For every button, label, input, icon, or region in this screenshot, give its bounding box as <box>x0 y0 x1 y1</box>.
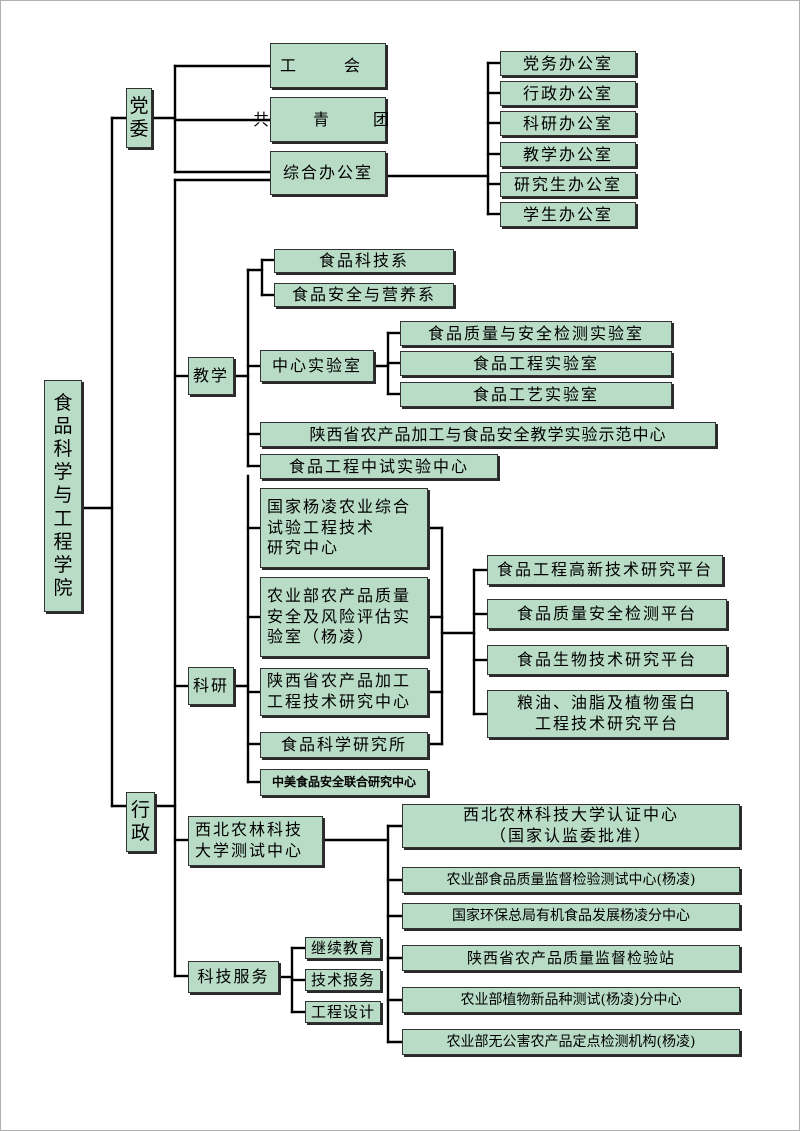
agency-shaanxi-inspection-station: 陕西省农产品质量监督检验站 <box>402 945 740 971</box>
food-science-institute: 食品科学研究所 <box>260 732 428 758</box>
sub-office-research: 科研办公室 <box>500 111 636 136</box>
service-continuing-education: 继续教育 <box>305 937 381 959</box>
teaching: 教学 <box>188 357 234 395</box>
agency-moa-quality-testing: 农业部食品质量监督检验测试中心(杨凌) <box>402 867 740 893</box>
sino-us-food-safety-center: 中美食品安全联合研究中心 <box>260 769 428 796</box>
sub-office-student: 学生办公室 <box>500 202 636 227</box>
platform-quality-safety-testing: 食品质量安全检测平台 <box>487 599 727 629</box>
trade-union: 工 会 <box>270 43 386 88</box>
lab-quality-safety-testing: 食品质量与安全检测实验室 <box>400 321 672 346</box>
agency-plant-variety-testing: 农业部植物新品种测试(杨凌)分中心 <box>402 987 740 1013</box>
agency-certification-center: 西北农林科技大学认证中心 （国家认监委批准） <box>402 804 740 848</box>
lab-food-processing: 食品工艺实验室 <box>400 382 672 407</box>
national-yangling-center: 国家杨凌农业综合 试验工程技术 研究中心 <box>260 488 428 568</box>
lab-food-engineering: 食品工程实验室 <box>400 351 672 376</box>
service-technical-reporting: 技术报务 <box>305 969 381 991</box>
youth-league: 共 青 团 <box>253 97 389 142</box>
sub-office-party-affairs: 党务办公室 <box>500 51 636 76</box>
agency-pollution-free-testing: 农业部无公害农产品定点检测机构(杨凌) <box>402 1029 740 1055</box>
agency-organic-food-branch: 国家环保总局有机食品发展杨凌分中心 <box>402 903 740 929</box>
general-office: 综合办公室 <box>270 151 386 195</box>
root-college: 食品科学与工程学院 <box>44 380 82 612</box>
dept-food-safety-nutrition: 食品安全与营养系 <box>274 283 454 307</box>
science-tech-services: 科技服务 <box>188 961 279 993</box>
central-laboratory: 中心实验室 <box>260 350 374 382</box>
sub-office-teaching: 教学办公室 <box>500 142 636 167</box>
sub-office-administration: 行政办公室 <box>500 81 636 106</box>
dept-food-science-tech: 食品科技系 <box>274 249 454 273</box>
moa-quality-risk-lab: 农业部农产品质量 安全及风险评估实 验室（杨凌） <box>260 577 428 657</box>
administration: 行政 <box>126 792 155 852</box>
party-committee: 党委 <box>126 88 152 148</box>
platform-biotech: 食品生物技术研究平台 <box>487 645 727 675</box>
sub-office-graduate: 研究生办公室 <box>500 172 636 197</box>
research: 科研 <box>188 667 234 705</box>
platform-food-engineering: 食品工程高新技术研究平台 <box>487 555 723 585</box>
platform-grain-oil-protein: 粮油、油脂及植物蛋白 工程技术研究平台 <box>487 690 727 738</box>
shaanxi-processing-center: 陕西省农产品加工 工程技术研究中心 <box>260 668 428 716</box>
pilot-experiment-center: 食品工程中试实验中心 <box>260 454 498 479</box>
service-engineering-design: 工程设计 <box>305 1001 381 1023</box>
university-testing-center: 西北农林科技 大学测试中心 <box>188 816 323 866</box>
demo-teaching-center: 陕西省农产品加工与食品安全教学实验示范中心 <box>260 422 716 447</box>
